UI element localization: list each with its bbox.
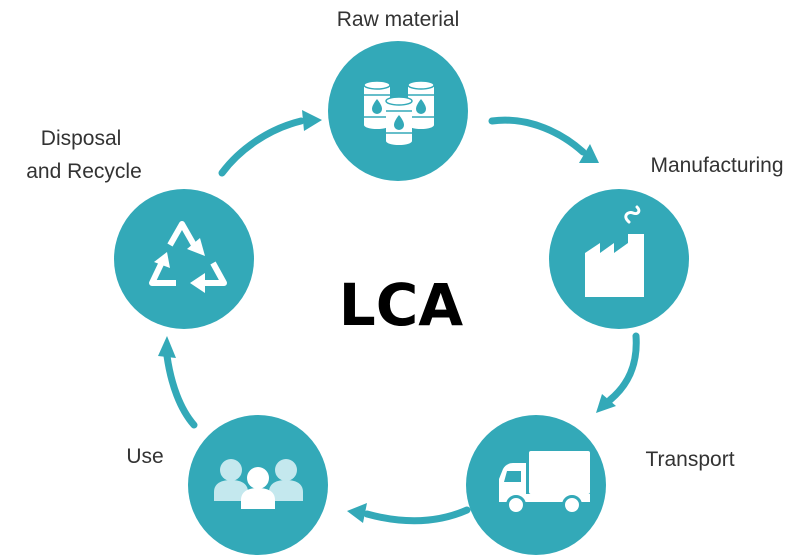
stage-raw-material: Raw material [328, 8, 468, 181]
stage-disposal-recycle: Disposal and Recycle [26, 127, 254, 329]
arrow-raw-to-manufacturing [488, 116, 599, 163]
arrow-manufacturing-to-transport [596, 332, 640, 413]
recycle-icon [149, 221, 227, 293]
arrow-transport-to-use [347, 503, 471, 525]
stage-manufacturing: Manufacturing [549, 154, 784, 329]
center-title: LCA [339, 271, 464, 339]
disposal-recycle-circle [114, 189, 254, 329]
raw-material-label: Raw material [337, 8, 460, 31]
manufacturing-label: Manufacturing [650, 154, 783, 177]
arrow-disposal-to-raw [218, 110, 322, 177]
transport-label: Transport [645, 448, 734, 471]
stage-transport: Transport [466, 415, 735, 555]
factory-icon [585, 205, 644, 297]
truck-icon [499, 451, 590, 515]
stage-use: Use [126, 415, 328, 555]
use-label: Use [126, 445, 163, 468]
disposal-recycle-label: Disposal and Recycle [26, 127, 142, 183]
arrow-use-to-disposal [158, 336, 198, 429]
